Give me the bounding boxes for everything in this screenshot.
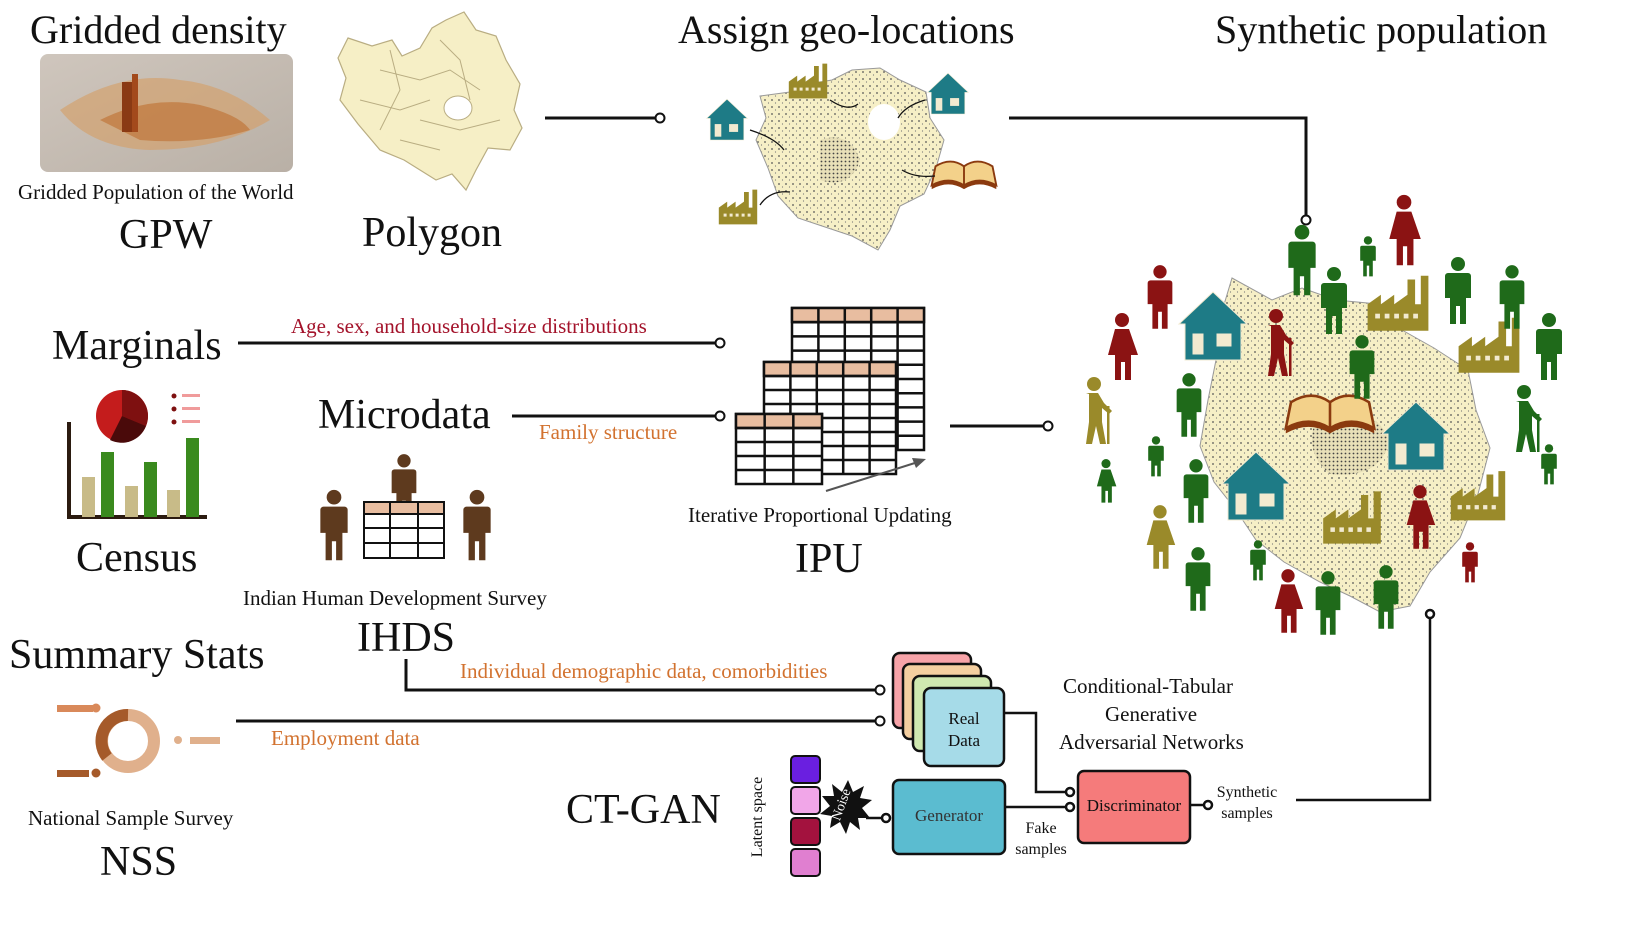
- gan-title-line1: Conditional-Tabular: [1063, 674, 1233, 698]
- edge-label-ihds: Individual demographic data, comorbiditi…: [460, 659, 828, 683]
- generator-label: Generator: [915, 806, 983, 825]
- nss-full-label: National Sample Survey: [28, 806, 234, 830]
- geo-locations-map: [755, 67, 945, 251]
- ct-gan-title: CT-GAN: [566, 787, 721, 833]
- real-data-label: Real Data: [924, 708, 1004, 752]
- ihds-icon: [320, 454, 491, 561]
- nss-donut-icon: [57, 703, 220, 778]
- woman-icon: [1146, 505, 1176, 569]
- assign-geo-title: Assign geo-locations: [678, 7, 1015, 52]
- geo-house-icon-left: [706, 98, 748, 141]
- ihds-full-label: Indian Human Development Survey: [243, 586, 547, 610]
- ipu-arrow: [825, 458, 926, 492]
- geo-book-icon: [930, 160, 998, 191]
- real-data-line1: Real: [948, 709, 980, 728]
- synthetic-samples-label: Synthetic samples: [1212, 782, 1282, 824]
- polygon-label: Polygon: [362, 210, 503, 256]
- gan-connectors: [866, 608, 1436, 824]
- real-data-line2: Data: [947, 731, 981, 750]
- ipu-full-label: Iterative Proportional Updating: [688, 503, 952, 527]
- edge-label-microdata: Family structure: [539, 420, 678, 444]
- ipu-label: IPU: [795, 536, 863, 582]
- person-icon: [1185, 547, 1211, 611]
- person-icon: [1148, 436, 1164, 477]
- person-icon: [1536, 313, 1562, 380]
- factory-icon: [1458, 317, 1520, 373]
- gpw-label: GPW: [119, 212, 213, 258]
- census-label: Census: [76, 535, 198, 581]
- connector-polygon-to-geo: [545, 112, 666, 124]
- latent-space-label: Latent space: [749, 776, 767, 858]
- real-data-stack: [891, 651, 1006, 768]
- ipu-table-header: [762, 360, 898, 378]
- factory-icon: [1367, 275, 1429, 331]
- discriminator-box: [1076, 769, 1192, 845]
- fake-samples-label: Fake samples: [1010, 818, 1072, 860]
- gan-title-line2: Generative: [1105, 702, 1198, 726]
- connector-geo-to-synthetic: [1009, 116, 1312, 226]
- microdata-title: Microdata: [318, 392, 491, 438]
- noise-burst-icon: [820, 780, 872, 834]
- woman-icon: [1274, 569, 1304, 633]
- person-icon: [1462, 542, 1478, 583]
- synthetic-map: [1199, 277, 1491, 613]
- fake-line1: Fake: [1025, 820, 1057, 837]
- geo-arrows: [749, 99, 936, 206]
- summary-stats-title: Summary Stats: [9, 632, 265, 678]
- synthetic-line2: samples: [1221, 805, 1273, 822]
- connector-microdata-to-ipu: [512, 410, 726, 422]
- marginals-title: Marginals: [52, 323, 222, 369]
- elder-icon: [1516, 385, 1542, 452]
- gpw-density-image: [40, 54, 293, 172]
- gan-title-line3: Adversarial Networks: [1059, 730, 1244, 754]
- ipu-tables-icon: [734, 306, 926, 486]
- fake-line2: samples: [1015, 841, 1067, 858]
- ihds-label: IHDS: [357, 615, 456, 661]
- generator-box: [891, 778, 1007, 856]
- person-icon: [1288, 224, 1316, 296]
- connector-ipu-to-synthetic: [950, 420, 1054, 432]
- person-icon: [1541, 444, 1557, 485]
- woman-icon: [1096, 459, 1117, 503]
- book-icon: [1284, 394, 1376, 435]
- person-icon: [1445, 257, 1471, 324]
- connector-ihds-to-gan: [404, 659, 886, 696]
- geo-factory-icon-top: [788, 63, 828, 99]
- synthetic-population-title: Synthetic population: [1215, 7, 1548, 52]
- connector-marginals-to-ipu: [238, 337, 726, 349]
- connector-nss-to-gan: [236, 715, 886, 727]
- geo-house-icon-right: [927, 72, 969, 115]
- gridded-density-title: Gridded density: [30, 7, 287, 52]
- woman-icon: [1389, 194, 1421, 266]
- discriminator-label: Discriminator: [1086, 796, 1182, 815]
- edge-label-nss: Employment data: [271, 726, 420, 750]
- ipu-table-header: [790, 306, 926, 324]
- synthetic-line1: Synthetic: [1216, 784, 1278, 801]
- latent-space-squares: [790, 755, 821, 877]
- person-icon: [1183, 459, 1209, 523]
- person-icon: [1147, 265, 1173, 329]
- person-icon: [1360, 236, 1376, 277]
- edge-label-marginals: Age, sex, and household-size distributio…: [291, 314, 647, 338]
- ipu-table-header: [734, 412, 824, 430]
- nss-label: NSS: [100, 839, 178, 885]
- geo-factory-icon-bottom: [718, 189, 758, 225]
- woman-icon: [1108, 313, 1138, 380]
- person-icon: [1176, 373, 1202, 437]
- polygon-map: [337, 11, 523, 192]
- gpw-full-label: Gridded Population of the World: [18, 180, 294, 204]
- census-chart-icon: [67, 390, 207, 519]
- elder-icon: [1086, 377, 1112, 444]
